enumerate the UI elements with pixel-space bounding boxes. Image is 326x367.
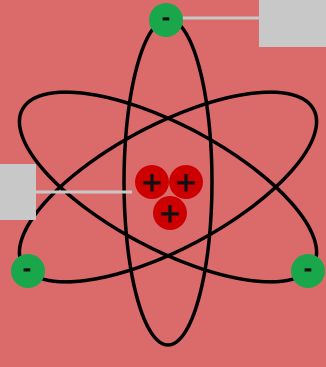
electron: - — [11, 254, 45, 288]
proton: + — [153, 196, 187, 230]
nucleus-label-box — [0, 164, 36, 220]
proton: + — [169, 165, 203, 199]
proton-sign: + — [174, 166, 197, 199]
electron-sign: - — [161, 7, 170, 32]
electron-sign: - — [22, 258, 31, 283]
proton-sign: + — [158, 197, 181, 230]
proton: + — [135, 165, 169, 199]
nucleus: + + + — [135, 165, 203, 230]
electron: - — [291, 254, 325, 288]
electron-sign: - — [303, 258, 312, 283]
proton-sign: + — [140, 166, 163, 199]
electron: - — [149, 3, 183, 37]
electron-label-box — [259, 0, 326, 47]
